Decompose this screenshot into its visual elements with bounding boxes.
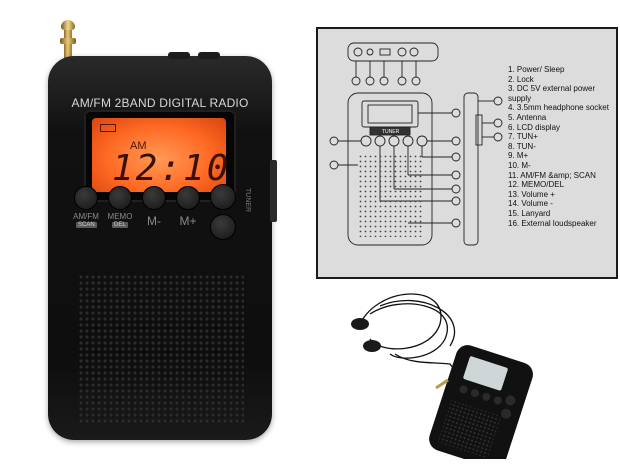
label-am-fm: AM/FM	[73, 212, 99, 221]
legend-item: 10. M-	[508, 160, 531, 170]
button-m-plus	[176, 186, 200, 210]
legend-item: 6. LCD display	[508, 122, 561, 132]
side-volume-slider	[270, 160, 277, 222]
legend-item: 16. External loudspeaker	[508, 218, 597, 228]
controls-diagram: TUNER 1. Power/ Sleep 2. Lock 3. DC 5V e…	[316, 27, 618, 279]
lcd-display: AM 12:10	[92, 118, 228, 192]
label-memo: MEMO	[107, 212, 133, 221]
legend-item: 3. DC 5V external power supply	[508, 84, 596, 103]
radio-small-grille	[437, 400, 502, 459]
legend-item: 14. Volume -	[508, 199, 553, 209]
top-button-lock	[198, 52, 220, 59]
battery-icon	[100, 124, 116, 132]
button-am-fm	[74, 186, 98, 210]
button-m-minus	[142, 186, 166, 210]
lcd-band: AM	[130, 140, 147, 152]
legend-item: 8. TUN-	[508, 141, 536, 151]
radio-small-antenna	[435, 378, 449, 390]
label-scan: SCAN	[76, 222, 97, 228]
button-tune-down	[210, 214, 236, 240]
legend-item: 4. 3.5mm headphone socket	[508, 103, 609, 113]
legend-item: 12. MEMO/DEL	[508, 180, 565, 190]
legend-item: 5. Antenna	[508, 112, 547, 122]
antenna-joint	[60, 38, 76, 44]
side-view-outline	[463, 92, 479, 246]
legend-item: 15. Lanyard	[508, 208, 551, 218]
diagram-speaker-grille	[358, 153, 422, 237]
top-button-power	[168, 52, 190, 59]
antenna-tip	[61, 20, 75, 30]
diagram-tuner-text: TUNER	[382, 129, 400, 135]
diagram-drawing: TUNER	[329, 42, 503, 246]
earbud-left	[351, 318, 369, 330]
controls-legend: 1. Power/ Sleep 2. Lock 3. DC 5V externa…	[508, 65, 612, 228]
button-tune-up	[210, 184, 236, 210]
antenna	[64, 26, 72, 66]
radio-with-earphones-photo	[340, 284, 570, 465]
radio-product-photo: AM/FM 2BAND DIGITAL RADIO AM 12:10 AM/FM…	[40, 20, 277, 445]
label-tuner: TUNER	[244, 188, 251, 213]
brand-label: AM/FM 2BAND DIGITAL RADIO	[71, 96, 249, 110]
legend-item: 1. Power/ Sleep	[508, 65, 565, 74]
earphone-cable	[359, 293, 442, 350]
button-memo	[108, 186, 132, 210]
legend-item: 2. Lock	[508, 74, 534, 84]
radio-body: AM/FM 2BAND DIGITAL RADIO AM 12:10 AM/FM…	[48, 52, 277, 440]
earbud-right	[363, 340, 381, 352]
label-m-plus: M+	[179, 214, 197, 228]
earphones-radio-drawing	[351, 293, 533, 465]
legend-item: 7. TUN+	[508, 132, 538, 142]
lcd-time: 12:10	[112, 148, 231, 189]
legend-item: 9. M+	[508, 151, 529, 161]
legend-item: 13. Volume +	[508, 189, 555, 199]
label-del: DEL	[112, 222, 128, 228]
radio-small-lcd	[463, 356, 508, 391]
label-m-minus: M-	[147, 214, 161, 228]
speaker-grille	[78, 274, 244, 424]
legend-item: 11. AM/FM &amp; SCAN	[508, 170, 596, 180]
front-view-outline	[347, 92, 433, 246]
top-view-outline	[347, 42, 439, 62]
